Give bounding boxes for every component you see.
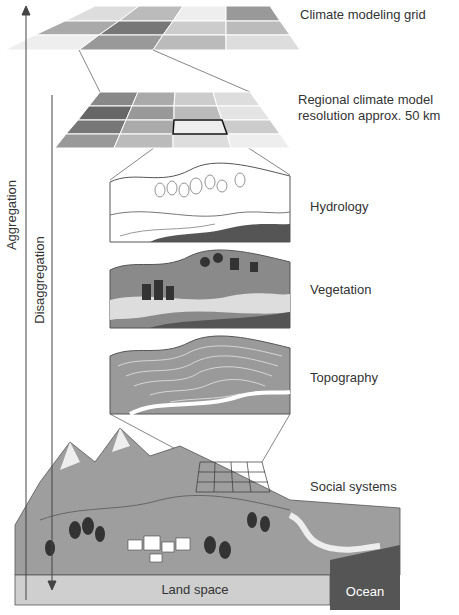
climate-grid (5, 6, 300, 50)
region-label: Ocean (346, 584, 384, 600)
layer-label: Topography (310, 370, 378, 386)
hydrology-panel (110, 163, 290, 242)
grid-label: Climate modeling grid (300, 7, 426, 23)
scale-arrows (22, 6, 56, 600)
vegetation-panel (110, 250, 290, 328)
land-block (15, 428, 400, 610)
layer-label: Social systems (310, 479, 397, 495)
grid-label: Regional climate model resolution approx… (298, 92, 454, 124)
layer-label: Vegetation (310, 282, 371, 298)
regional-grid (55, 92, 290, 148)
arrow-label: Disaggregation (32, 236, 48, 323)
topography-panel (110, 336, 290, 414)
arrow-label: Aggregation (4, 180, 20, 250)
region-label: Land space (161, 582, 228, 598)
layer-label: Hydrology (310, 199, 369, 215)
zoom-lines (79, 50, 290, 462)
